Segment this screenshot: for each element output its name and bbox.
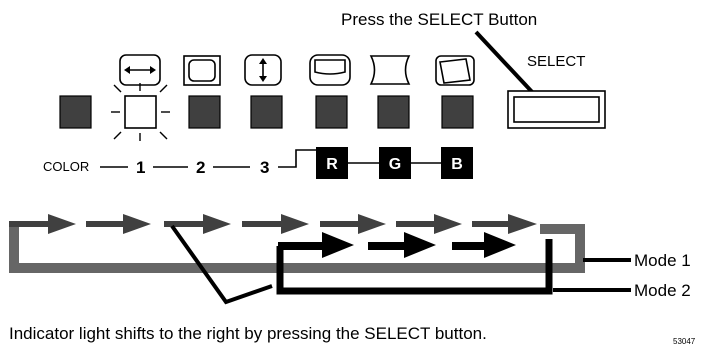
mode-1-loop (9, 222, 585, 273)
rgb-box-g (379, 147, 411, 179)
caption-leader-line (170, 224, 273, 305)
mode-1-arrow (320, 214, 386, 234)
rgb-label-g: G (389, 156, 401, 173)
mode-1-label: Mode 1 (634, 251, 691, 270)
mode-2-loop (276, 239, 553, 295)
indicator-light-6 (377, 95, 410, 129)
mode-2-arrow (278, 232, 354, 258)
mode-2-arrow (452, 232, 516, 258)
v-size-icon (244, 54, 282, 86)
mode-1-arrow (164, 214, 231, 234)
rotation-icon (435, 55, 475, 86)
color-step-3: 3 (260, 158, 269, 177)
mode-1-arrow (242, 214, 309, 234)
indicator-light-1 (59, 95, 92, 129)
mode-2-arrows (278, 232, 516, 258)
mode-1-arrows (9, 214, 537, 234)
color-step-2: 2 (196, 158, 205, 177)
callout-leader-line (474, 30, 536, 96)
mode-1-arrow (472, 214, 537, 234)
indicator-light-5 (315, 95, 348, 129)
select-label: SELECT (527, 53, 585, 70)
caption: Indicator light shifts to the right by p… (9, 324, 487, 343)
rgb-box-b (441, 147, 473, 179)
figure-code: 53047 (673, 337, 696, 346)
indicator-light-3 (188, 95, 221, 129)
color-line (278, 149, 316, 168)
select-button[interactable] (507, 90, 606, 129)
h-size-icon (119, 54, 161, 86)
rgb-label-r: R (326, 156, 338, 173)
rgb-label-b: B (451, 156, 463, 173)
pincushion-icon (183, 55, 221, 86)
pin-balance-icon (369, 55, 411, 85)
indicator-light-4 (250, 95, 283, 129)
color-label: COLOR (43, 159, 89, 174)
mode-1-arrow (9, 214, 76, 234)
mode-2-arrow (368, 232, 436, 258)
mode-1-arrow (86, 214, 151, 234)
color-step-1: 1 (136, 158, 145, 177)
mode-2-label: Mode 2 (634, 281, 691, 300)
callout-press-select: Press the SELECT Button (341, 10, 537, 29)
trapezoid-icon (309, 54, 351, 86)
mode-1-arrow (396, 214, 462, 234)
indicator-light-lit (111, 83, 170, 141)
rgb-box-r (316, 147, 348, 179)
indicator-light-7 (441, 95, 474, 129)
